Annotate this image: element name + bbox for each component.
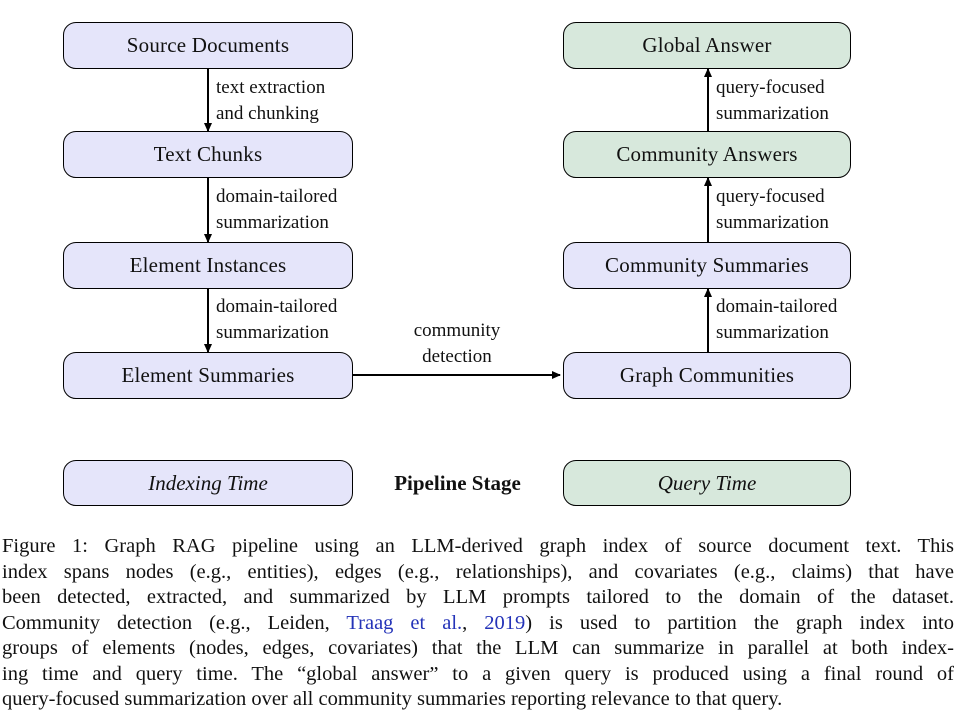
- node-text-chunks: Text Chunks: [63, 131, 353, 178]
- edge-summaries-to-answers: [703, 177, 712, 242]
- arrowhead-up-icon: [703, 177, 712, 186]
- legend-indexing-time-box: Indexing Time: [63, 460, 353, 506]
- arrowhead-down-icon: [203, 344, 212, 353]
- edge-label-line: summarization: [716, 103, 829, 124]
- edge-label-line: domain-tailored: [216, 186, 338, 207]
- edge-instances-to-summaries: [203, 289, 212, 353]
- edge-label-text-extraction: text extraction and chunking: [216, 75, 325, 127]
- legend-stage-text: Pipeline Stage: [394, 470, 521, 495]
- caption-line: groups of elements (nodes, edges, covari…: [2, 637, 954, 659]
- edge-label-line: detection: [422, 346, 492, 367]
- edge-label-query-summarization: query-focused summarization: [716, 75, 829, 127]
- edge-chunks-to-instances: [203, 178, 212, 243]
- node-label: Global Answer: [642, 33, 772, 57]
- edge-label-domain-summarization: domain-tailored summarization: [716, 294, 837, 346]
- caption-line: index spans nodes (e.g., entities), edge…: [2, 560, 954, 583]
- edge-label-line: query-focused: [716, 77, 825, 98]
- node-label: Source Documents: [126, 33, 290, 57]
- node-label: Element Instances: [129, 253, 287, 277]
- edge-source-to-chunks: [203, 69, 212, 132]
- edge-label-line: summarization: [216, 322, 329, 343]
- node-element-summaries: Element Summaries: [63, 352, 353, 399]
- node-graph-communities: Graph Communities: [563, 352, 851, 399]
- caption-line: ing time and query time. The “global ans…: [2, 662, 954, 685]
- caption-line: Figure 1: Graph RAG pipeline using an LL…: [2, 535, 954, 557]
- caption-line: Community detection (e.g., Leiden, Traag…: [2, 611, 954, 637]
- legend-query-time-label: Query Time: [657, 470, 757, 495]
- edge-label-line: community: [413, 320, 501, 341]
- caption-line: been detected, extracted, and summarized…: [2, 586, 954, 608]
- edge-summaries-to-communities: [353, 370, 561, 379]
- citation-link-year[interactable]: 2019: [484, 611, 526, 634]
- edge-label-line: domain-tailored: [716, 296, 838, 317]
- node-global-answer: Global Answer: [563, 22, 851, 69]
- edge-label-line: summarization: [216, 212, 329, 233]
- edge-label-line: text extraction: [216, 77, 326, 98]
- figure-caption: Figure 1: Graph RAG pipeline using an LL…: [0, 534, 956, 713]
- node-label: Element Summaries: [121, 363, 295, 387]
- node-label: Text Chunks: [153, 142, 263, 166]
- caption-text: ,: [462, 611, 485, 634]
- edge-label-query-summarization: query-focused summarization: [716, 184, 829, 236]
- legend-query-time-box: Query Time: [563, 460, 851, 506]
- edge-label-domain-summarization: domain-tailored summarization: [216, 184, 337, 236]
- node-label: Community Answers: [616, 142, 798, 166]
- edge-label-line: and chunking: [216, 103, 319, 124]
- citation-link-traag[interactable]: Traag et al.: [346, 611, 463, 634]
- node-label: Graph Communities: [619, 363, 795, 387]
- edge-label-line: summarization: [716, 322, 829, 343]
- edge-label-line: domain-tailored: [216, 296, 338, 317]
- arrowhead-up-icon: [703, 68, 712, 77]
- caption-text: Community detection (e.g., Leiden,: [2, 611, 347, 634]
- arrowhead-down-icon: [203, 123, 212, 132]
- edge-label-domain-summarization: domain-tailored summarization: [216, 294, 337, 346]
- arrowhead-down-icon: [203, 234, 212, 243]
- edge-answers-to-global: [703, 68, 712, 131]
- arrowhead-up-icon: [703, 288, 712, 297]
- node-element-instances: Element Instances: [63, 242, 353, 289]
- edge-label-line: summarization: [716, 212, 829, 233]
- node-label: Community Summaries: [605, 253, 809, 277]
- node-source-documents: Source Documents: [63, 22, 353, 69]
- edge-label-community-detection: community detection: [377, 318, 537, 370]
- legend-pipeline-stage-label: Pipeline Stage: [352, 460, 563, 506]
- node-community-answers: Community Answers: [563, 131, 851, 178]
- caption-line: query-focused summarization over all com…: [2, 688, 783, 710]
- arrowhead-right-icon: [552, 370, 561, 379]
- edge-communities-to-summaries: [703, 288, 712, 352]
- node-community-summaries: Community Summaries: [563, 242, 851, 289]
- legend-indexing-time-label: Indexing Time: [148, 470, 268, 495]
- caption-text: ) is used to partition the graph index i…: [525, 611, 954, 634]
- edge-label-line: query-focused: [716, 186, 825, 207]
